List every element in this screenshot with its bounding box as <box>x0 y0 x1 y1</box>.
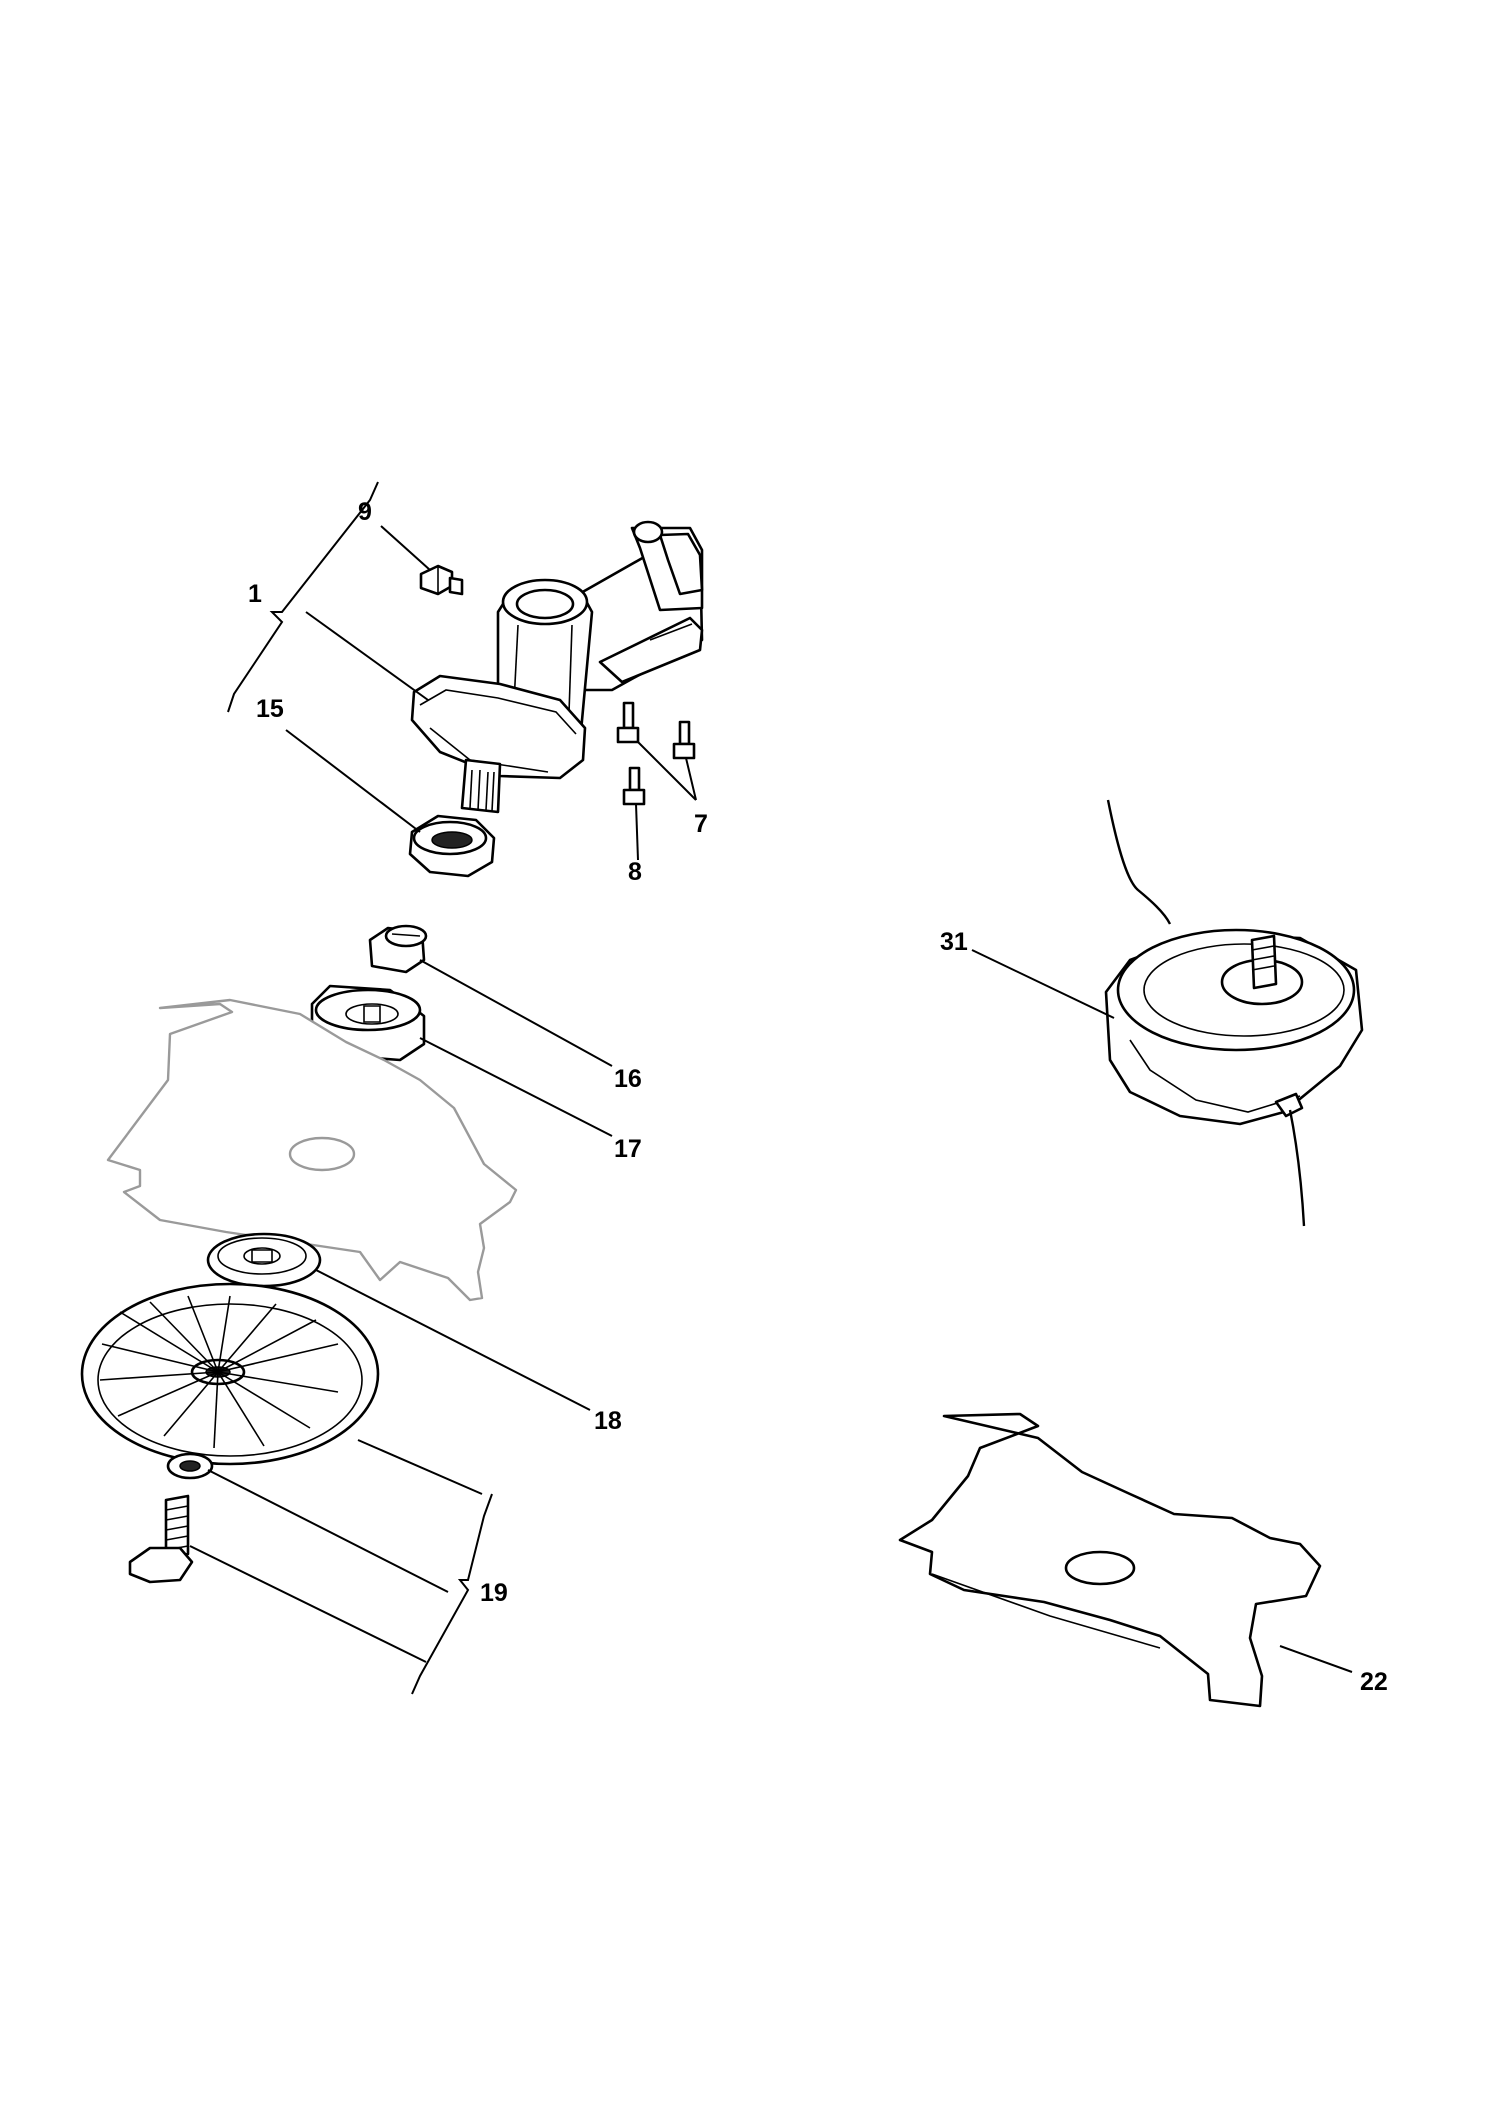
leader-15 <box>285 729 421 833</box>
leader-17 <box>419 1037 613 1137</box>
leader-lines <box>189 525 1353 1673</box>
part-16-bushing[interactable] <box>368 924 428 974</box>
callout-9: 9 <box>358 498 372 526</box>
screw-a <box>616 701 640 744</box>
part-15-seal-ring[interactable] <box>408 814 496 878</box>
leader-16 <box>419 959 613 1067</box>
leader-7a <box>637 741 697 801</box>
part-19-guard-disc[interactable] <box>80 1282 380 1466</box>
leader-19a <box>357 1439 483 1495</box>
part-8-screw[interactable] <box>622 766 646 806</box>
leader-18 <box>315 1269 591 1411</box>
callout-15: 15 <box>256 695 284 723</box>
part-19-washer[interactable] <box>166 1452 214 1480</box>
callout-22: 22 <box>1360 1668 1388 1696</box>
callout-17: 17 <box>614 1135 642 1163</box>
leader-31 <box>971 949 1115 1019</box>
part-7-screws[interactable] <box>616 701 696 760</box>
leader-22 <box>1279 1645 1353 1673</box>
part-31-trimmer-head[interactable] <box>1104 799 1364 1227</box>
part-22-blade[interactable] <box>898 1412 1322 1708</box>
screw-b <box>672 720 696 760</box>
callout-7: 7 <box>694 810 708 838</box>
part-9-plug-screw[interactable] <box>419 564 464 596</box>
callout-18: 18 <box>594 1407 622 1435</box>
callout-8: 8 <box>628 858 642 886</box>
group-bracket-19 <box>411 1493 493 1695</box>
leader-8 <box>635 803 639 861</box>
callout-16: 16 <box>614 1065 642 1093</box>
leader-9 <box>380 525 431 571</box>
leader-19c <box>189 1545 427 1663</box>
guard-ribs <box>99 1295 339 1449</box>
leader-1 <box>305 611 429 701</box>
callout-labels: 9 1 15 7 8 16 17 18 19 31 22 <box>248 498 1388 1696</box>
leader-19b <box>207 1469 449 1593</box>
callout-19: 19 <box>480 1579 508 1607</box>
callout-31: 31 <box>940 928 968 956</box>
leader-7b <box>685 757 697 801</box>
part-19-bolt[interactable] <box>128 1494 194 1584</box>
part-assembly-blade-ghost <box>106 998 518 1302</box>
group-bracket-1 <box>227 481 379 713</box>
part-1-gear-head[interactable] <box>410 520 704 814</box>
part-18-cup-washer[interactable] <box>206 1232 322 1288</box>
callout-1: 1 <box>248 580 262 608</box>
